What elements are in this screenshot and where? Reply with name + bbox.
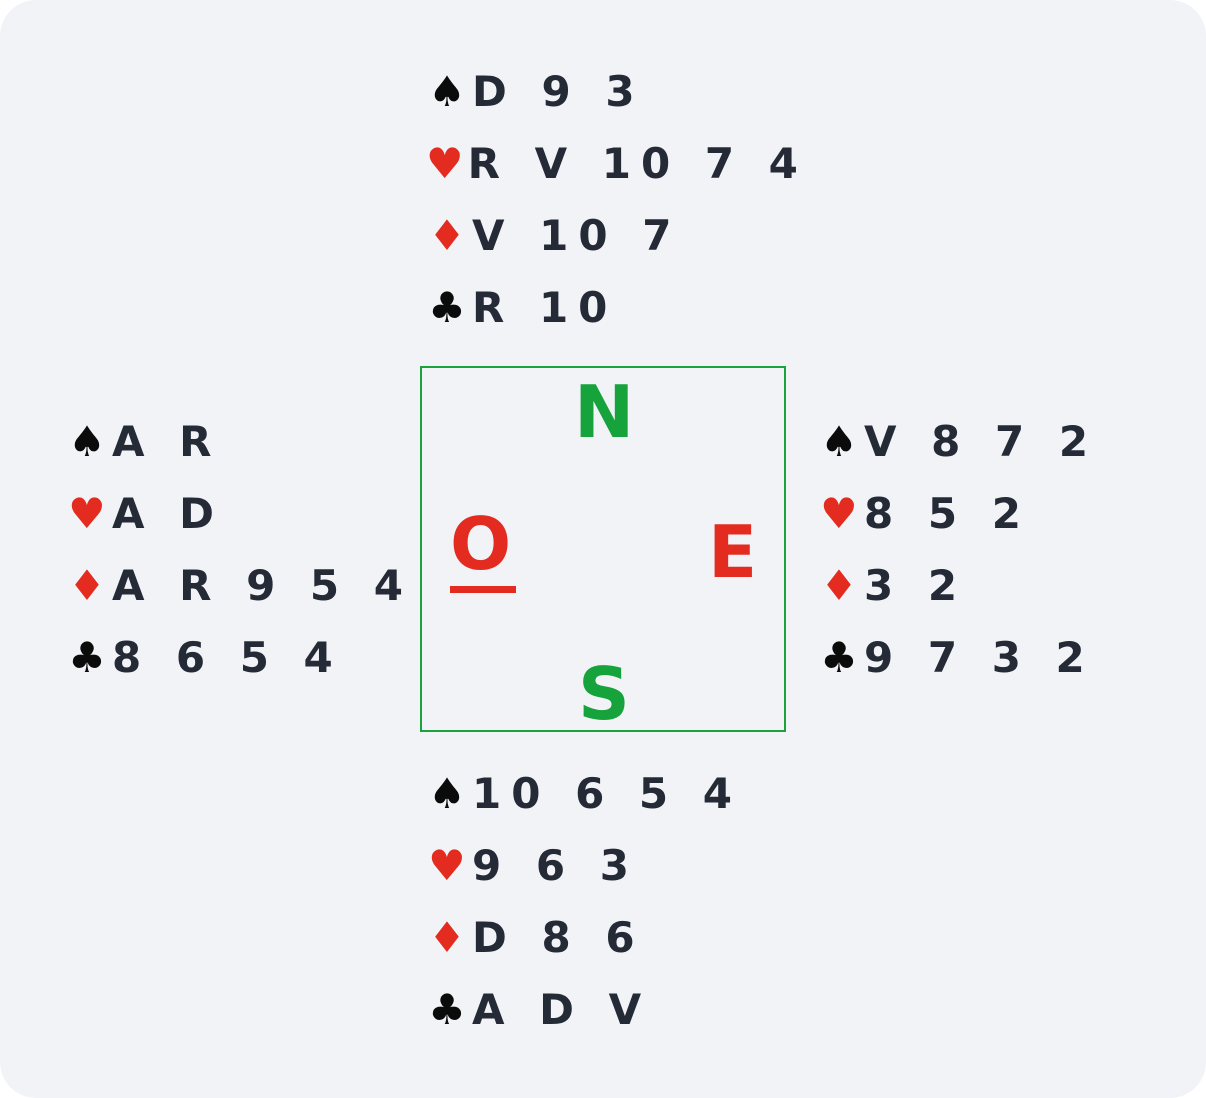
cards-clubs: A D V — [472, 985, 652, 1034]
club-icon: ♣ — [68, 633, 106, 682]
hand-south: ♠ 10 6 5 4 ♥ 9 6 3 ♦ D 8 6 ♣ A D V — [426, 758, 786, 1046]
cards-spades: V 8 7 2 — [864, 417, 1099, 466]
cards-spades: A R — [112, 417, 222, 466]
suit-row-hearts: ♥ 9 6 3 — [426, 830, 786, 902]
suit-row-spades: ♠ 10 6 5 4 — [426, 758, 786, 830]
cards-clubs: 9 7 3 2 — [864, 633, 1095, 682]
diamond-icon: ♦ — [428, 211, 466, 260]
cards-spades: D 9 3 — [472, 67, 645, 116]
cards-diamonds: 3 2 — [864, 561, 968, 610]
cards-hearts: A D — [112, 489, 224, 538]
cards-diamonds: A R 9 5 4 — [112, 561, 414, 610]
suit-row-clubs: ♣ 9 7 3 2 — [818, 622, 1178, 694]
hand-north: ♠ D 9 3 ♥ R V 10 7 4 ♦ V 10 7 ♣ R 10 — [426, 56, 798, 344]
heart-icon: ♥ — [68, 489, 106, 538]
hand-east: ♠ V 8 7 2 ♥ 8 5 2 ♦ 3 2 ♣ 9 7 3 2 — [818, 406, 1178, 694]
dealer-underline — [450, 586, 516, 593]
hand-west: ♠ A R ♥ A D ♦ A R 9 5 4 ♣ 8 6 5 4 — [66, 406, 426, 694]
cards-hearts: 9 6 3 — [472, 841, 639, 890]
suit-row-clubs: ♣ 8 6 5 4 — [66, 622, 426, 694]
seat-east-label: E — [708, 510, 758, 594]
seat-north-label: N — [574, 370, 635, 454]
suit-row-diamonds: ♦ V 10 7 — [426, 200, 786, 272]
heart-icon: ♥ — [426, 139, 464, 188]
suit-row-spades: ♠ V 8 7 2 — [818, 406, 1178, 478]
seat-south-label: S — [578, 652, 630, 736]
spade-icon: ♠ — [428, 67, 466, 116]
club-icon: ♣ — [820, 633, 858, 682]
diamond-icon: ♦ — [820, 561, 858, 610]
cards-hearts: R V 10 7 4 — [467, 139, 808, 188]
cards-hearts: 8 5 2 — [864, 489, 1031, 538]
cards-diamonds: V 10 7 — [472, 211, 682, 260]
suit-row-hearts: ♥ A D — [66, 478, 426, 550]
suit-row-diamonds: ♦ 3 2 — [818, 550, 1178, 622]
suit-row-clubs: ♣ R 10 — [426, 272, 786, 344]
cards-spades: 10 6 5 4 — [472, 769, 742, 818]
cards-diamonds: D 8 6 — [472, 913, 645, 962]
spade-icon: ♠ — [68, 417, 106, 466]
suit-row-hearts: ♥ 8 5 2 — [818, 478, 1178, 550]
spade-icon: ♠ — [428, 769, 466, 818]
compass-box: N O E S — [420, 366, 786, 732]
heart-icon: ♥ — [428, 841, 466, 890]
suit-row-spades: ♠ D 9 3 — [426, 56, 786, 128]
heart-icon: ♥ — [820, 489, 858, 538]
spade-icon: ♠ — [820, 417, 858, 466]
suit-row-spades: ♠ A R — [66, 406, 426, 478]
suit-row-clubs: ♣ A D V — [426, 974, 786, 1046]
cards-clubs: R 10 — [472, 283, 618, 332]
diamond-icon: ♦ — [68, 561, 106, 610]
suit-row-diamonds: ♦ D 8 6 — [426, 902, 786, 974]
diamond-icon: ♦ — [428, 913, 466, 962]
cards-clubs: 8 6 5 4 — [112, 633, 343, 682]
club-icon: ♣ — [428, 283, 466, 332]
suit-row-diamonds: ♦ A R 9 5 4 — [66, 550, 426, 622]
seat-west-label: O — [450, 502, 512, 586]
suit-row-hearts: ♥ R V 10 7 4 — [426, 128, 798, 200]
club-icon: ♣ — [428, 985, 466, 1034]
